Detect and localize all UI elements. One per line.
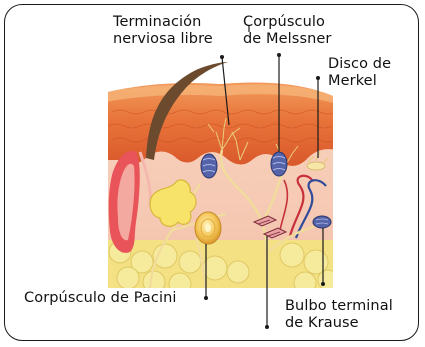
meissner-corpuscle xyxy=(201,154,217,178)
label-pacini-line1: Corpúsculo de Pacini xyxy=(24,290,177,307)
label-krause-line2: de Krause xyxy=(285,315,393,332)
label-merkel-line1: Disco de xyxy=(328,56,391,73)
fat-layer xyxy=(105,240,338,295)
label-bulbo-krause: Bulbo terminal de Krause xyxy=(285,298,393,332)
pacinian-corpuscle xyxy=(195,212,221,244)
label-corpusculo-meissner: Corpúsculo de Melssner xyxy=(243,14,331,48)
label-meissner-line2: de Melssner xyxy=(243,31,331,48)
label-merkel-line2: Merkel xyxy=(328,73,391,90)
label-terminacion-line1: Terminación xyxy=(113,14,213,31)
meissner-corpuscle xyxy=(271,152,287,176)
label-terminacion-nerviosa: Terminación nerviosa libre xyxy=(113,14,213,48)
label-disco-merkel: Disco de Merkel xyxy=(328,56,391,90)
krause-bulb xyxy=(313,216,331,228)
label-terminacion-line2: nerviosa libre xyxy=(113,31,213,48)
label-krause-line1: Bulbo terminal xyxy=(285,298,393,315)
label-meissner-line1: Corpúsculo xyxy=(243,14,331,31)
label-corpusculo-pacini: Corpúsculo de Pacini xyxy=(24,290,177,307)
